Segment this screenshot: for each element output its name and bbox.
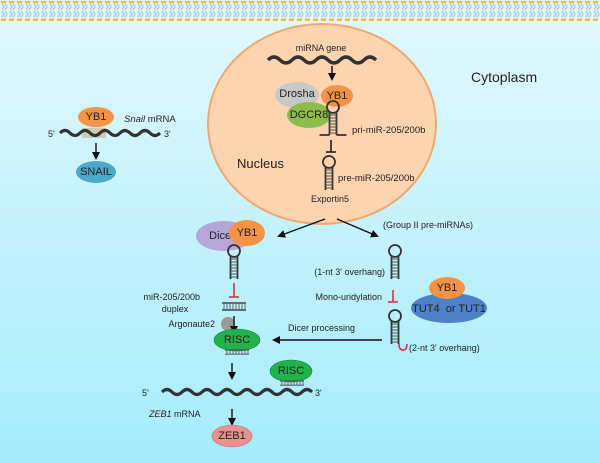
overhang-2nt-label: (2-nt 3' overhang) (409, 343, 480, 353)
pre-mirna-label: pre-miR-205/200b (338, 173, 415, 184)
zeb1-gene-name: ZEB1 (148, 409, 172, 419)
yb1-protein-tut (429, 277, 465, 299)
duplex-label-line2: duplex (162, 304, 189, 314)
mono-uridylation-label: Mono-uridylation (315, 292, 382, 302)
snail-3prime: 3' (164, 129, 171, 139)
tut-label: TUT4 or TUT1 (412, 303, 486, 315)
snail-mrna-suffix: mRNA (145, 114, 176, 125)
duplex-label-line1: miR-205/200b (143, 292, 200, 302)
dgcr8-label: DGCR8 (290, 109, 329, 121)
arrow-to-group2 (336, 218, 379, 238)
snail-mrna (58, 128, 162, 138)
risc-label-2: RISC (278, 365, 304, 377)
uridine-tail (398, 343, 408, 351)
mirna-gene-dna (266, 55, 378, 65)
zeb1-5prime: 5' (142, 388, 149, 398)
overhang-1nt-label: (1-nt 3' overhang) (314, 267, 385, 277)
group2-hairpin-2nt (388, 309, 402, 345)
yb1-label-nucleus: YB1 (327, 90, 348, 102)
yb1-binding-site (82, 128, 106, 138)
group2-hairpin-1nt (388, 244, 402, 280)
pri-mirna-label: pri-miR-205/200b (352, 125, 425, 136)
risc-label-1: RISC (224, 334, 250, 346)
yb1-label-tut: YB1 (437, 282, 458, 294)
snail-protein (76, 161, 116, 183)
nucleus-label: Nucleus (237, 156, 284, 171)
snail-5prime: 5' (48, 129, 55, 139)
zeb1-mrna-label: ZEB1 mRNA (148, 409, 201, 419)
snail-protein-label: SNAIL (80, 166, 112, 178)
drosha-label: Drosha (279, 88, 315, 100)
dicer-processing-label: Dicer processing (288, 323, 355, 333)
zeb1-mrna-suffix: mRNA (172, 409, 201, 419)
mirna-gene-label: miRNA gene (296, 43, 347, 53)
zeb1-3prime: 3' (315, 388, 322, 398)
snail-gene-name: Snail (124, 114, 146, 125)
yb1-label-dicer: YB1 (237, 227, 258, 239)
dgcr8-protein (287, 102, 331, 128)
exportin5-label: Exportin5 (311, 194, 349, 204)
arrow-to-dicer (277, 218, 326, 238)
snail-mrna-label: Snail mRNA (124, 114, 176, 125)
drosha-protein (275, 82, 319, 108)
yb1-protein-dicer (229, 220, 265, 246)
zeb1-protein (211, 424, 253, 448)
risc-complex-1 (213, 328, 261, 352)
yb1-protein-snail (78, 107, 114, 127)
cell-membrane (0, 0, 600, 21)
group2-header: (Group II pre-miRNAs) (383, 220, 473, 230)
cytoplasm-label: Cytoplasm (471, 69, 537, 85)
dicer-label: Dicer (209, 230, 235, 242)
argonaute2-label: Argonaute2 (168, 319, 215, 329)
zeb1-protein-label: ZEB1 (218, 430, 246, 442)
tut-protein (411, 293, 487, 323)
zeb1-mrna (160, 387, 314, 397)
mirna-duplex (221, 302, 247, 311)
pri-mirna-hairpin (319, 100, 347, 136)
yb1-label-snail: YB1 (86, 111, 107, 123)
